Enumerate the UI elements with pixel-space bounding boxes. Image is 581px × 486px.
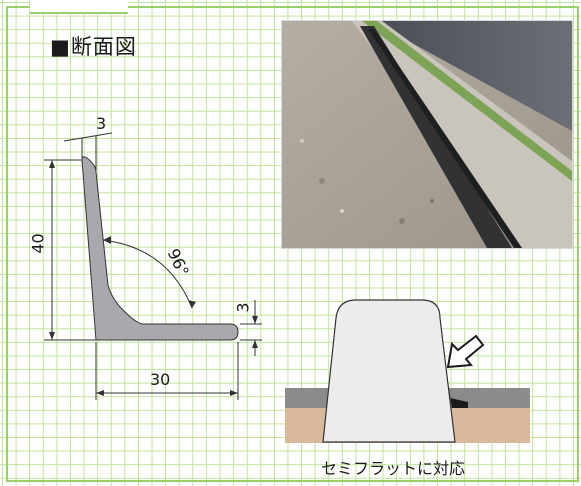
- semi-flat-caption: セミフラットに対応: [321, 459, 466, 478]
- dimension-width: 30: [150, 370, 171, 389]
- curb-block: [322, 299, 456, 443]
- panel-tab: [30, 0, 128, 14]
- profile-shape: [81, 156, 239, 341]
- dimension-thickness-top: 3: [96, 114, 107, 133]
- profile-in-curb: [446, 370, 468, 408]
- section-title: ■断面図: [50, 35, 137, 59]
- installation-photo: [281, 20, 573, 249]
- pointer-arrow-icon: [446, 334, 485, 369]
